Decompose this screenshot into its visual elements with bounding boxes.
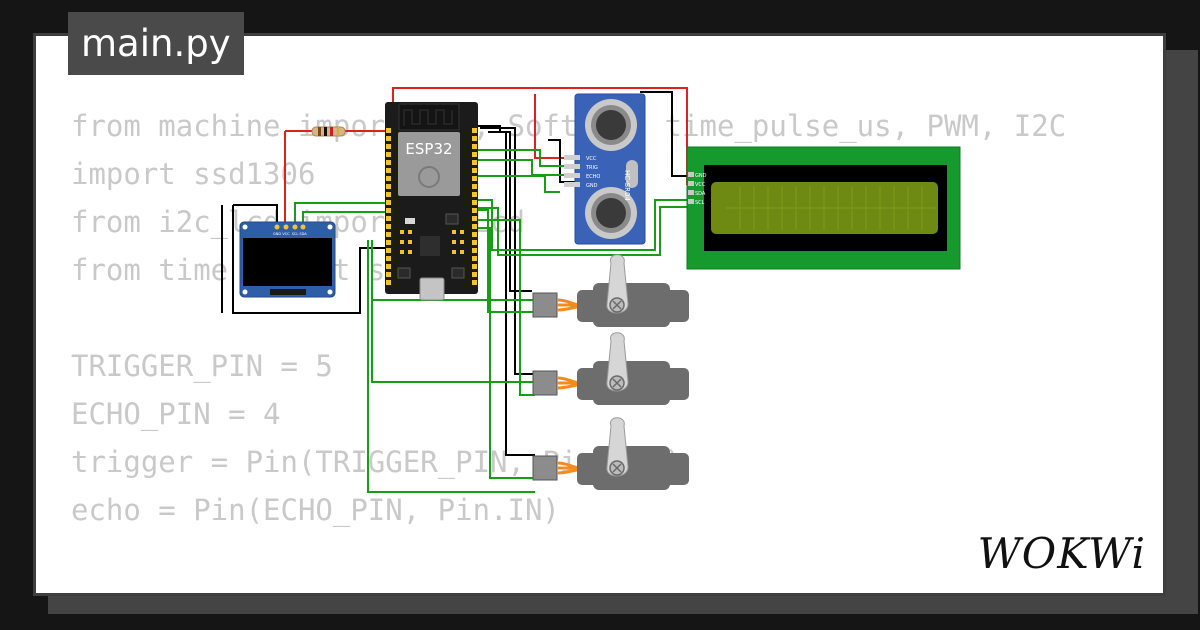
esp32-chip bbox=[420, 236, 440, 256]
code-line: import ssd1306 bbox=[71, 157, 316, 191]
servo-case bbox=[593, 361, 670, 405]
ultrasonic-pin-label: GND bbox=[586, 183, 598, 189]
lcd-char-grid bbox=[726, 186, 936, 230]
lcd-pin-label: SCL bbox=[695, 200, 705, 206]
servo-motor-2[interactable] bbox=[532, 332, 689, 405]
wire-red bbox=[534, 94, 575, 159]
wire-green bbox=[478, 227, 535, 479]
mount-hole bbox=[327, 224, 333, 230]
lcd-pin-label: VCC bbox=[695, 182, 706, 188]
oled-pin[interactable] bbox=[283, 224, 289, 230]
esp32-inner-pins bbox=[400, 230, 464, 254]
usb-port[interactable] bbox=[419, 277, 445, 301]
servo-horn[interactable] bbox=[606, 254, 629, 314]
servo-connector[interactable] bbox=[532, 370, 558, 396]
wire-green bbox=[478, 209, 535, 313]
wokwi-logo: WOKWi bbox=[978, 529, 1146, 578]
wire-green bbox=[478, 219, 535, 396]
servo-screw-icon bbox=[612, 463, 622, 473]
esp32-pcb bbox=[385, 102, 478, 294]
boot-button[interactable] bbox=[445, 213, 459, 225]
esp32-header-left bbox=[386, 128, 391, 285]
servo-motor-1[interactable] bbox=[532, 254, 689, 327]
ultrasonic-model-label: HC-SR04 bbox=[623, 170, 631, 201]
oled-ribbon bbox=[270, 289, 306, 295]
servo-horn[interactable] bbox=[606, 332, 629, 392]
oled-screen bbox=[243, 238, 332, 286]
servo-motor-3[interactable] bbox=[532, 417, 689, 490]
oled-pin[interactable] bbox=[292, 224, 298, 230]
code-line: ECHO_PIN = 4 bbox=[71, 397, 281, 431]
wire-green bbox=[478, 149, 575, 167]
servo-connector[interactable] bbox=[532, 292, 558, 318]
resistor-band bbox=[318, 127, 321, 136]
oled-pin-label: SCL bbox=[292, 232, 299, 236]
en-button[interactable] bbox=[397, 267, 411, 279]
oled-pin-label: GND bbox=[273, 232, 281, 236]
servo-screw-icon bbox=[612, 378, 622, 388]
wire-green bbox=[294, 202, 388, 225]
ultrasonic-sensor[interactable]: HC-SR04 VCC TRIG ECHO GND bbox=[564, 93, 646, 245]
code-line: echo = Pin(ECHO_PIN, Pin.IN) bbox=[71, 493, 560, 527]
oled-pin-label: SDA bbox=[299, 232, 307, 236]
servo-case bbox=[593, 446, 670, 490]
esp32-shield bbox=[398, 132, 460, 196]
lcd-display[interactable]: GND VCC SDA SCL bbox=[686, 146, 961, 270]
ultrasonic-pin-label: TRIG bbox=[585, 165, 598, 171]
wire-black bbox=[640, 91, 700, 177]
mount-hole bbox=[327, 289, 333, 295]
esp32-antenna bbox=[398, 103, 460, 131]
ultrasonic-pins[interactable] bbox=[564, 155, 580, 187]
smd-component bbox=[405, 218, 415, 224]
mount-hole bbox=[242, 289, 248, 295]
resistor-band bbox=[324, 127, 327, 136]
oled-pin-label: VCC bbox=[282, 232, 290, 236]
resistor-band bbox=[330, 127, 333, 136]
wire-green bbox=[371, 240, 535, 383]
boot-button[interactable] bbox=[451, 267, 465, 279]
mount-hole bbox=[242, 224, 248, 230]
wire-black bbox=[488, 131, 535, 456]
espressif-logo-icon bbox=[418, 166, 440, 188]
wire-green bbox=[478, 199, 700, 251]
filename-tab[interactable]: main.py bbox=[68, 12, 244, 75]
code-line: TRIGGER_PIN = 5 bbox=[71, 349, 333, 383]
resistor-body bbox=[311, 126, 346, 137]
wire-black bbox=[233, 204, 278, 225]
wire-green bbox=[302, 211, 388, 225]
code-line: servo1 = PWM(Pin(2)) bbox=[71, 582, 1066, 593]
wire-green bbox=[478, 206, 690, 256]
wire-green bbox=[478, 175, 560, 193]
ultrasonic-pin-label: VCC bbox=[586, 156, 597, 162]
wire-green bbox=[478, 159, 575, 176]
ultrasonic-pin-label: ECHO bbox=[586, 174, 600, 180]
esp32-label: ESP32 bbox=[405, 140, 452, 158]
ultrasonic-mesh bbox=[596, 110, 626, 140]
lcd-pins[interactable] bbox=[688, 172, 694, 204]
oled-pin[interactable] bbox=[274, 224, 280, 230]
lcd-pin-label: GND bbox=[695, 173, 707, 179]
esp32-board[interactable]: ESP32 bbox=[385, 102, 478, 301]
servo-horn[interactable] bbox=[606, 417, 629, 477]
esp32-header-right bbox=[472, 128, 477, 285]
wire-green bbox=[367, 240, 535, 493]
oled-pin[interactable] bbox=[300, 224, 306, 230]
wire-black bbox=[232, 205, 388, 314]
resistor[interactable] bbox=[311, 126, 346, 137]
ultrasonic-mesh bbox=[596, 198, 626, 228]
oled-display[interactable]: GND VCC SCL SDA bbox=[239, 221, 336, 298]
servo-screw-icon bbox=[612, 300, 622, 310]
lcd-pin-label: SDA bbox=[695, 191, 706, 197]
crystal-oscillator bbox=[626, 160, 638, 188]
resistor-band bbox=[337, 127, 339, 136]
servo-connector[interactable] bbox=[532, 455, 558, 481]
servo-case bbox=[593, 283, 670, 327]
antenna-trace bbox=[403, 109, 453, 126]
